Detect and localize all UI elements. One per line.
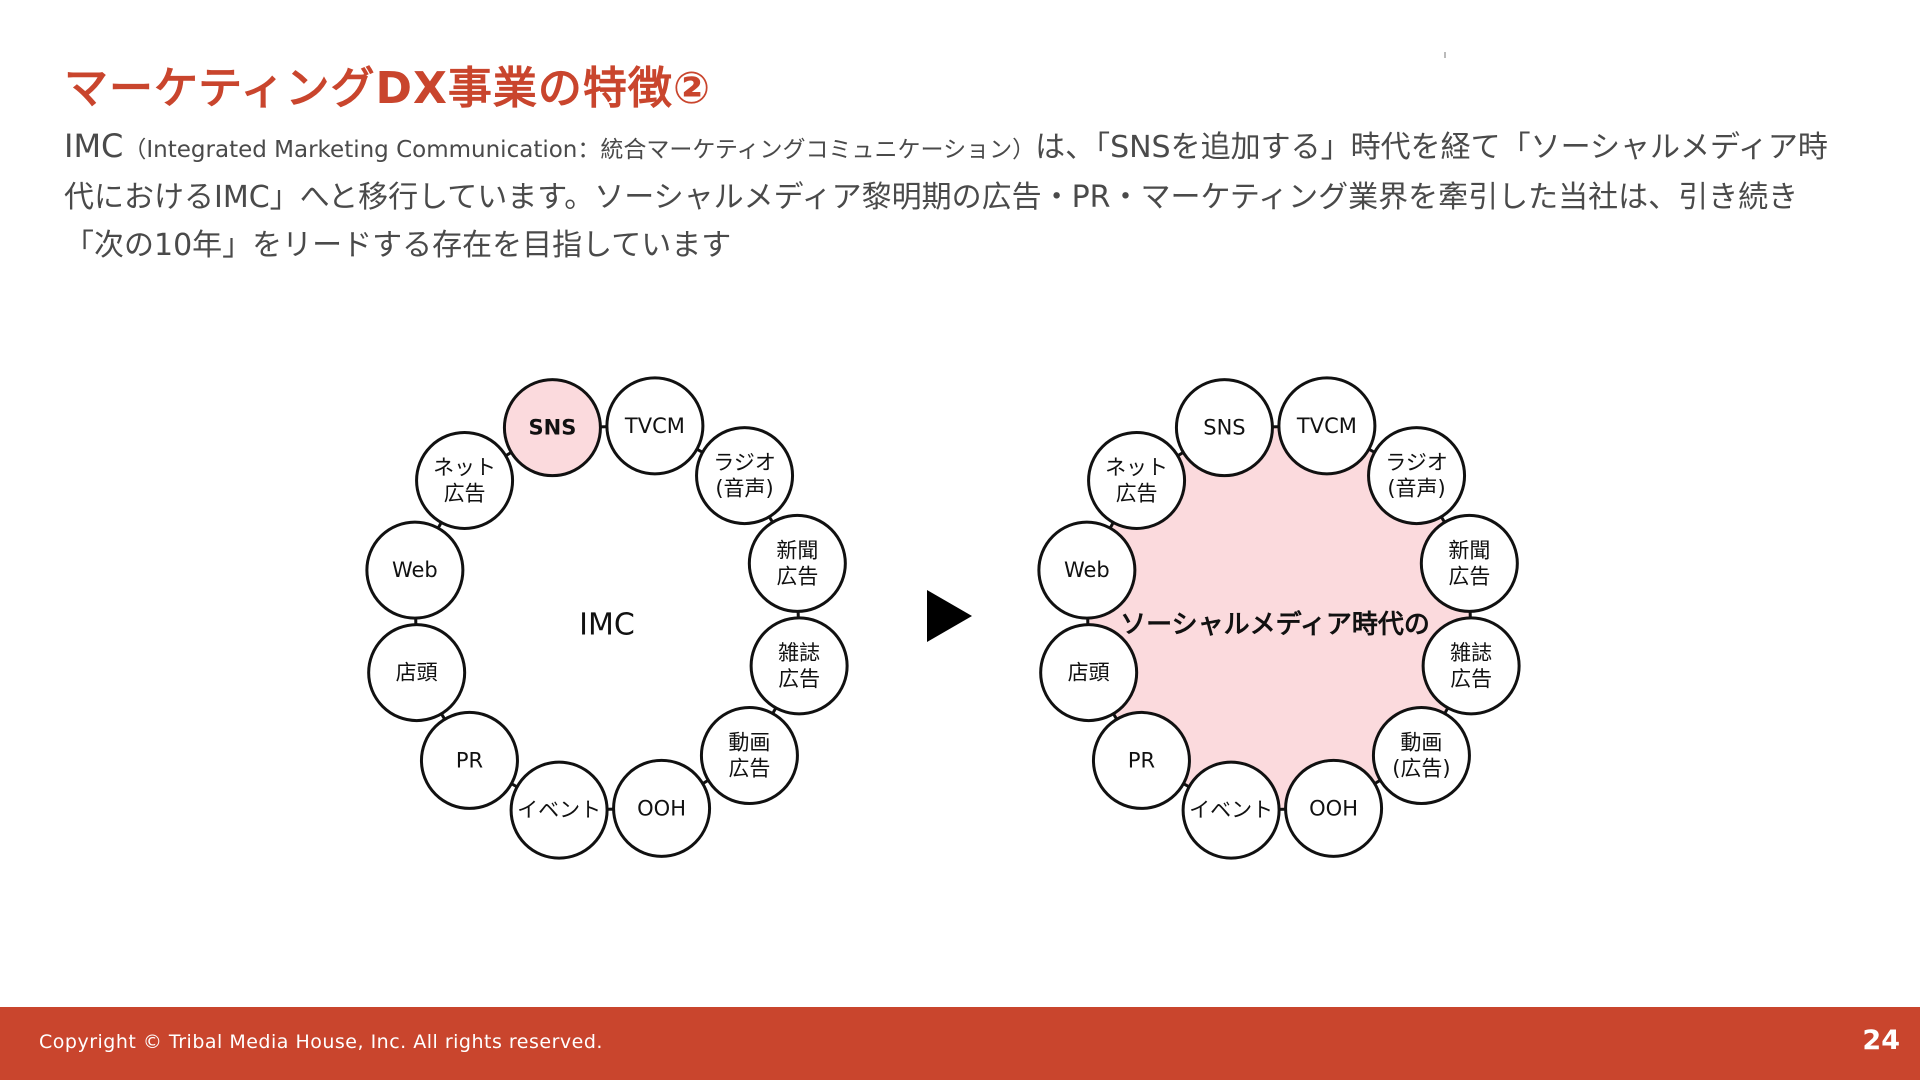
node-circle	[1087, 430, 1187, 530]
node-label: ネット	[1105, 455, 1168, 479]
node-label: Web	[392, 558, 438, 582]
web-node: Web	[365, 520, 465, 620]
node-label: (広告)	[1392, 757, 1450, 781]
node-label: 広告	[728, 757, 770, 781]
node-label: ラジオ	[713, 451, 776, 475]
node-label: PR	[1128, 748, 1155, 772]
node-circle	[1421, 616, 1521, 716]
footer-bar: Copyright © Tribal Media House, Inc. All…	[0, 1007, 1920, 1080]
storefront-node: 店頭	[1039, 623, 1139, 723]
intro-body: は、「SNSを追加する」時代を経て「ソーシャルメディア時代におけるIMC」へと移…	[64, 130, 1828, 263]
node-label: 雑誌	[778, 641, 820, 665]
node-label: TVCM	[1296, 414, 1357, 438]
web-node: Web	[1037, 520, 1137, 620]
node-circle	[419, 710, 519, 810]
node-label: 動画	[1400, 731, 1442, 755]
node-circle	[1181, 760, 1281, 860]
node-label: SNS	[529, 416, 577, 440]
node-label: OOH	[637, 796, 686, 820]
node-label: 広告	[444, 481, 486, 505]
play-triangle-icon	[927, 590, 972, 642]
node-circle	[747, 513, 847, 613]
node-label: 店頭	[396, 661, 438, 685]
node-circle	[605, 376, 705, 476]
node-circle	[1174, 378, 1274, 478]
storefront-node: 店頭	[367, 623, 467, 723]
node-label: 店頭	[1068, 661, 1110, 685]
node-label: 広告	[1448, 564, 1490, 588]
node-circle	[749, 616, 849, 716]
node-circle	[699, 706, 799, 806]
node-label: (音声)	[1387, 477, 1445, 501]
pr-node: PR	[1091, 710, 1191, 810]
node-circle	[1277, 376, 1377, 476]
node-circle	[367, 623, 467, 723]
node-circle	[1367, 426, 1467, 526]
node-circle	[1371, 706, 1471, 806]
decorative-mark	[1444, 52, 1446, 58]
ooh-node: OOH	[612, 758, 712, 858]
node-circle	[695, 426, 795, 526]
node-circle	[365, 520, 465, 620]
radio-node: ラジオ(音声)	[1367, 426, 1467, 526]
sns-node: SNS	[1174, 378, 1274, 478]
node-label: ラジオ	[1385, 451, 1448, 475]
tvcm-node: TVCM	[605, 376, 705, 476]
page-number: 24	[1862, 1025, 1900, 1056]
highlight-area-core	[1101, 440, 1457, 796]
copyright-text: Copyright © Tribal Media House, Inc. All…	[39, 1031, 603, 1053]
page-title: マーケティングDX事業の特徴②	[64, 63, 712, 114]
center-label: IMC	[579, 608, 635, 643]
node-circle	[1284, 758, 1384, 858]
video-ad-node: 動画(広告)	[1371, 706, 1471, 806]
node-label: TVCM	[624, 414, 685, 438]
node-label: 広告	[778, 667, 820, 691]
node-circle	[415, 430, 515, 530]
node-label: SNS	[1203, 416, 1245, 440]
node-circle	[1419, 513, 1519, 613]
center-label: ソーシャルメディア時代の	[1120, 609, 1430, 640]
ooh-node: OOH	[1284, 758, 1384, 858]
node-label: 広告	[1116, 481, 1158, 505]
node-label: ネット	[433, 455, 496, 479]
node-label: (音声)	[715, 477, 773, 501]
intro-paragraph: IMC（Integrated Marketing Communication：統…	[64, 122, 1854, 270]
intro-abbrev-expansion: （Integrated Marketing Communication：統合マー…	[123, 137, 1036, 163]
event-node: イベント	[509, 760, 609, 860]
node-label: 広告	[776, 564, 818, 588]
node-label: イベント	[1189, 798, 1273, 822]
node-label: Web	[1064, 558, 1110, 582]
intro-lead: IMC	[64, 127, 124, 165]
node-circle	[1039, 623, 1139, 723]
node-label: 動画	[728, 731, 770, 755]
node-label: イベント	[517, 798, 601, 822]
node-circle	[612, 758, 712, 858]
event-node: イベント	[1181, 760, 1281, 860]
radio-node: ラジオ(音声)	[695, 426, 795, 526]
node-circle	[1091, 710, 1191, 810]
pr-node: PR	[419, 710, 519, 810]
node-label: 広告	[1450, 667, 1492, 691]
node-circle	[502, 378, 602, 478]
node-label: 雑誌	[1450, 641, 1492, 665]
node-label: PR	[456, 748, 483, 772]
node-label: OOH	[1309, 796, 1358, 820]
node-circle	[1037, 520, 1137, 620]
tvcm-node: TVCM	[1277, 376, 1377, 476]
node-circle	[509, 760, 609, 860]
sns-node: SNS	[502, 378, 602, 478]
node-label: 新聞	[776, 538, 818, 562]
node-label: 新聞	[1448, 538, 1490, 562]
